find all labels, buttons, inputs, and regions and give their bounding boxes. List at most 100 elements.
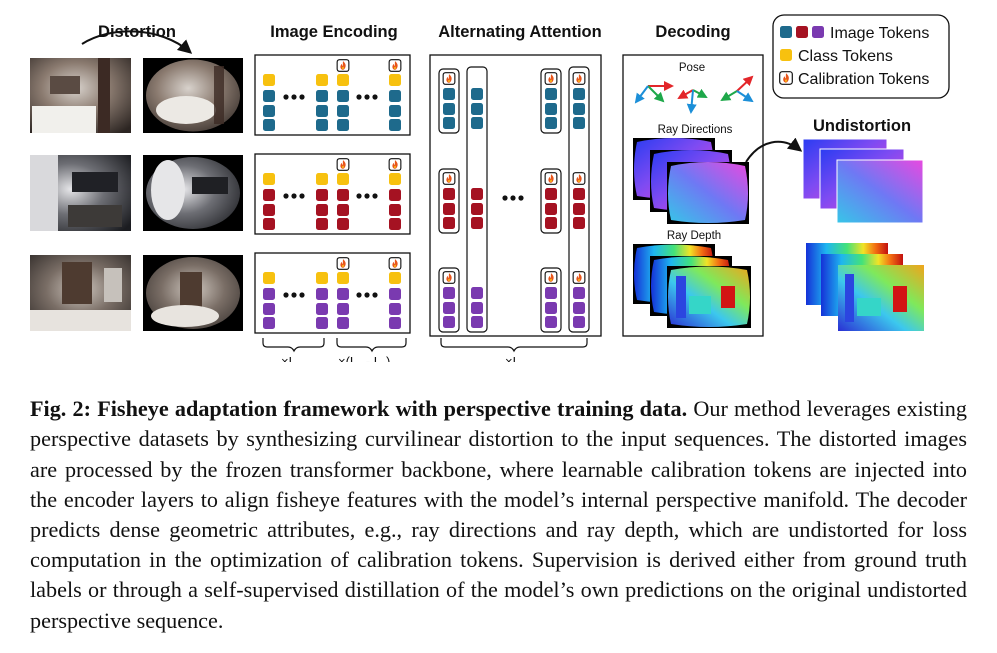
ellipsis-dot xyxy=(283,292,289,298)
image-token xyxy=(263,288,275,300)
image-token xyxy=(263,303,275,315)
encoder-row-frame xyxy=(254,153,411,235)
undistorted-ray-directions-stack xyxy=(802,138,924,224)
image-token xyxy=(389,105,401,117)
perspective-image-3 xyxy=(30,255,131,331)
image-token xyxy=(337,303,349,315)
fisheye-image-2 xyxy=(143,155,243,231)
image-token xyxy=(573,302,585,314)
image-token xyxy=(389,204,401,216)
class-token xyxy=(337,74,349,86)
image-token xyxy=(337,218,349,230)
image-token xyxy=(443,188,455,200)
calibration-token-icon xyxy=(544,172,558,185)
bracket-l1-label: ×(L1 - L0) xyxy=(338,354,390,362)
image-token xyxy=(471,316,483,328)
encoder-row xyxy=(254,153,411,235)
undistorted-ray-depth-stack xyxy=(806,243,924,331)
ellipsis-dot xyxy=(356,292,362,298)
image-token xyxy=(337,189,349,201)
calibration-token-icon xyxy=(442,72,456,85)
legend-calibration-token-icon xyxy=(779,71,793,85)
title-alternating-attention: Alternating Attention xyxy=(438,23,601,41)
calibration-token-icon xyxy=(572,72,586,85)
image-token xyxy=(471,217,483,229)
calibration-token-icon xyxy=(572,172,586,185)
image-token xyxy=(316,288,328,300)
label-ray-depth: Ray Depth xyxy=(667,230,721,242)
image-token xyxy=(263,317,275,329)
image-token xyxy=(545,103,557,115)
image-token xyxy=(316,317,328,329)
calibration-token-icon xyxy=(388,158,402,171)
image-token xyxy=(471,103,483,115)
image-token xyxy=(389,189,401,201)
image-token xyxy=(573,117,585,129)
ellipsis-dot xyxy=(372,94,378,100)
pose-axes-icon xyxy=(634,75,754,114)
image-token xyxy=(263,105,275,117)
image-token xyxy=(573,103,585,115)
framework-figure: Distortion Image Encoding xyxy=(30,14,950,362)
ellipsis-dot xyxy=(291,94,297,100)
calibration-token-icon xyxy=(336,59,350,72)
title-decoding: Decoding xyxy=(655,23,730,41)
frame-attention-group xyxy=(438,168,460,234)
image-token xyxy=(471,287,483,299)
ellipsis-dot xyxy=(510,195,516,201)
image-token xyxy=(573,203,585,215)
legend-class-token-icon xyxy=(780,49,792,61)
caption-lead: Fig. 2: Fisheye adaptation framework wit… xyxy=(30,396,688,422)
ellipsis-dot xyxy=(518,195,524,201)
image-token xyxy=(573,287,585,299)
bracket-l2-label: ×L2 xyxy=(505,354,525,362)
ray-directions-stack xyxy=(633,138,749,224)
encoder-row xyxy=(254,54,411,136)
image-token xyxy=(263,90,275,102)
image-token xyxy=(471,188,483,200)
ellipsis-dot xyxy=(356,94,362,100)
image-token xyxy=(443,203,455,215)
frame-attention-group xyxy=(540,168,562,234)
image-token xyxy=(389,218,401,230)
attention-columns xyxy=(438,66,590,333)
ellipsis-dot xyxy=(364,193,370,199)
figure-caption: Fig. 2: Fisheye adaptation framework wit… xyxy=(30,394,967,636)
class-token xyxy=(263,74,275,86)
class-token xyxy=(389,272,401,284)
calibration-token-icon xyxy=(544,271,558,284)
image-token xyxy=(545,302,557,314)
perspective-image-1 xyxy=(30,58,131,133)
class-token xyxy=(337,173,349,185)
ellipsis-dot xyxy=(291,193,297,199)
calibration-token-icon xyxy=(442,271,456,284)
calibration-token-icon xyxy=(544,72,558,85)
ellipsis-dot xyxy=(372,292,378,298)
image-token xyxy=(263,119,275,131)
image-token xyxy=(573,316,585,328)
ellipsis-dot xyxy=(364,292,370,298)
frame-attention-group xyxy=(540,68,562,134)
image-token xyxy=(337,119,349,131)
image-token xyxy=(389,119,401,131)
bracket-l2 xyxy=(440,338,588,353)
calibration-token-icon xyxy=(442,172,456,185)
frame-attention-group xyxy=(540,267,562,333)
encoder-row-frame xyxy=(254,54,411,136)
ellipsis-dot xyxy=(356,193,362,199)
ellipsis-dot xyxy=(283,94,289,100)
frame-attention-group xyxy=(438,68,460,134)
image-token xyxy=(263,189,275,201)
global-attention-group xyxy=(466,66,488,333)
image-token xyxy=(337,90,349,102)
image-token xyxy=(337,105,349,117)
ellipsis-dot xyxy=(299,94,305,100)
ellipsis-dot xyxy=(283,193,289,199)
image-token xyxy=(389,303,401,315)
caption-body: Our method leverages existing perspectiv… xyxy=(30,396,967,633)
legend-image-tokens-label: Image Tokens xyxy=(830,25,929,42)
image-token xyxy=(471,88,483,100)
image-token xyxy=(443,88,455,100)
undistortion-arrow xyxy=(745,137,803,163)
calibration-token-icon xyxy=(336,158,350,171)
